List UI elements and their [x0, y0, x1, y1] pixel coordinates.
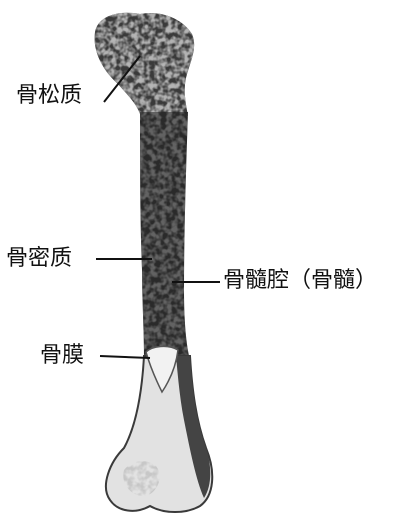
label-compact-bone: 骨密质	[6, 246, 72, 272]
label-cancellous-bone: 骨松质	[16, 83, 82, 109]
bone-shaft-texture	[140, 112, 190, 360]
label-periosteum: 骨膜	[40, 343, 84, 369]
femoral-head-texture	[95, 13, 195, 120]
label-marrow-cavity: 骨髓腔（骨髓）	[223, 268, 377, 294]
leader-periosteum	[100, 356, 150, 358]
